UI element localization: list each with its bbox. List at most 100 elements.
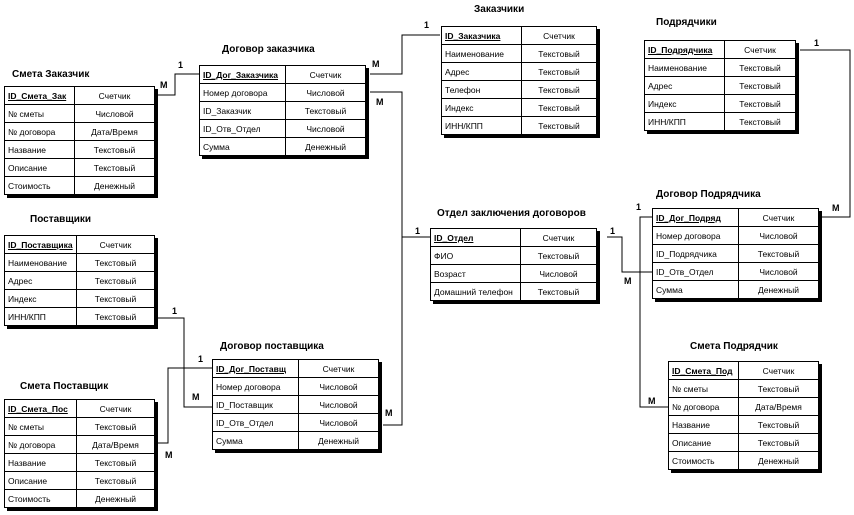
field-type: Текстовый: [76, 417, 155, 436]
field-type: Текстовый: [521, 98, 597, 117]
field-name: Индекс: [644, 94, 725, 113]
field-name: Наименование: [441, 44, 522, 63]
field-name: Стоимость: [4, 176, 75, 195]
cardinality-one: 1: [178, 60, 184, 70]
field-type: Дата/Время: [738, 397, 819, 416]
field-type: Счетчик: [74, 86, 155, 105]
cardinality-one: 1: [814, 38, 820, 48]
field-name: ID_Дог_Поставщ: [212, 359, 299, 378]
cardinality-one: 1: [198, 354, 204, 364]
field-type: Текстовый: [738, 379, 819, 398]
field-name: ID_Смета_Пос: [4, 399, 77, 418]
field-type: Текстовый: [76, 289, 155, 308]
field-name: ID_Дог_Заказчика: [199, 65, 286, 84]
field-type: Текстовый: [76, 471, 155, 490]
cardinality-many: М: [372, 59, 380, 69]
field-name: Сумма: [199, 137, 286, 156]
link-otdel-dogpodr: [607, 236, 652, 273]
cardinality-many: М: [624, 276, 632, 286]
cardinality-one: 1: [636, 202, 642, 212]
field-name: Номер договора: [652, 226, 739, 245]
field-type: Числовой: [738, 226, 819, 245]
field-name: ID_Смета_Под: [668, 361, 739, 380]
field-name: ID_Поставщик: [212, 395, 299, 414]
field-type: Числовой: [74, 104, 155, 123]
field-type: Текстовый: [74, 158, 155, 177]
field-name: ID_Отв_Отдел: [652, 262, 739, 281]
field-type: Текстовый: [76, 453, 155, 472]
field-name: Название: [668, 415, 739, 434]
field-type: Счетчик: [285, 65, 366, 84]
cardinality-many: М: [165, 450, 173, 460]
field-name: № договора: [4, 122, 75, 141]
field-name: ID_Подрядчика: [652, 244, 739, 263]
field-type: Дата/Время: [74, 122, 155, 141]
field-name: ID_Подрядчика: [644, 40, 725, 59]
table-title-smeta-zak: Смета Заказчик: [12, 69, 90, 80]
field-name: Описание: [4, 471, 77, 490]
field-name: № сметы: [4, 104, 75, 123]
field-type: Числовой: [520, 264, 597, 283]
field-type: Денежный: [298, 431, 379, 450]
link-podr-dogpodr: [800, 49, 851, 218]
field-name: Описание: [668, 433, 739, 452]
link-dogpost-otdel: [383, 237, 403, 426]
field-type: Текстовый: [724, 94, 796, 113]
field-name: № договора: [668, 397, 739, 416]
field-name: ID_Смета_Зак: [4, 86, 75, 105]
field-name: Описание: [4, 158, 75, 177]
field-type: Числовой: [285, 119, 366, 138]
table-title-dog-post: Договор поставщика: [220, 341, 324, 352]
field-name: ID_Отв_Отдел: [199, 119, 286, 138]
table-title-smeta-podr: Смета Подрядчик: [690, 341, 778, 352]
field-type: Денежный: [285, 137, 366, 156]
field-type: Текстовый: [74, 140, 155, 159]
table-title-dog-podr: Договор Подрядчика: [656, 189, 761, 200]
field-name: Адрес: [4, 271, 77, 290]
field-name: ФИО: [430, 246, 521, 265]
field-type: Текстовый: [76, 271, 155, 290]
field-name: Номер договора: [212, 377, 299, 396]
field-name: Сумма: [652, 280, 739, 299]
field-type: Текстовый: [724, 58, 796, 77]
link-post-dogpost: [157, 317, 212, 408]
field-name: Сумма: [212, 431, 299, 450]
field-type: Числовой: [298, 377, 379, 396]
field-type: Текстовый: [76, 307, 155, 326]
table-title-postavshiki: Поставщики: [30, 214, 92, 225]
field-type: Счетчик: [724, 40, 796, 59]
link-smetazak-dogzak: [157, 73, 199, 96]
field-type: Текстовый: [520, 246, 597, 265]
field-name: № сметы: [4, 417, 77, 436]
field-name: Возраст: [430, 264, 521, 283]
field-type: Текстовый: [738, 433, 819, 452]
field-type: Текстовый: [76, 253, 155, 272]
field-type: Числовой: [298, 413, 379, 432]
cardinality-one: 1: [610, 226, 616, 236]
field-name: Адрес: [441, 62, 522, 81]
field-name: Название: [4, 140, 75, 159]
field-type: Денежный: [738, 451, 819, 470]
field-name: ID_Отв_Отдел: [212, 413, 299, 432]
field-name: Домашний телефон: [430, 282, 521, 301]
field-name: Наименование: [644, 58, 725, 77]
field-name: Стоимость: [4, 489, 77, 508]
field-name: Индекс: [441, 98, 522, 117]
field-type: Счетчик: [738, 208, 819, 227]
field-name: Номер договора: [199, 83, 286, 102]
field-name: Наименование: [4, 253, 77, 272]
table-title-smeta-post: Смета Поставщик: [20, 381, 109, 392]
field-type: Текстовый: [521, 62, 597, 81]
field-name: ID_Заказчик: [199, 101, 286, 120]
